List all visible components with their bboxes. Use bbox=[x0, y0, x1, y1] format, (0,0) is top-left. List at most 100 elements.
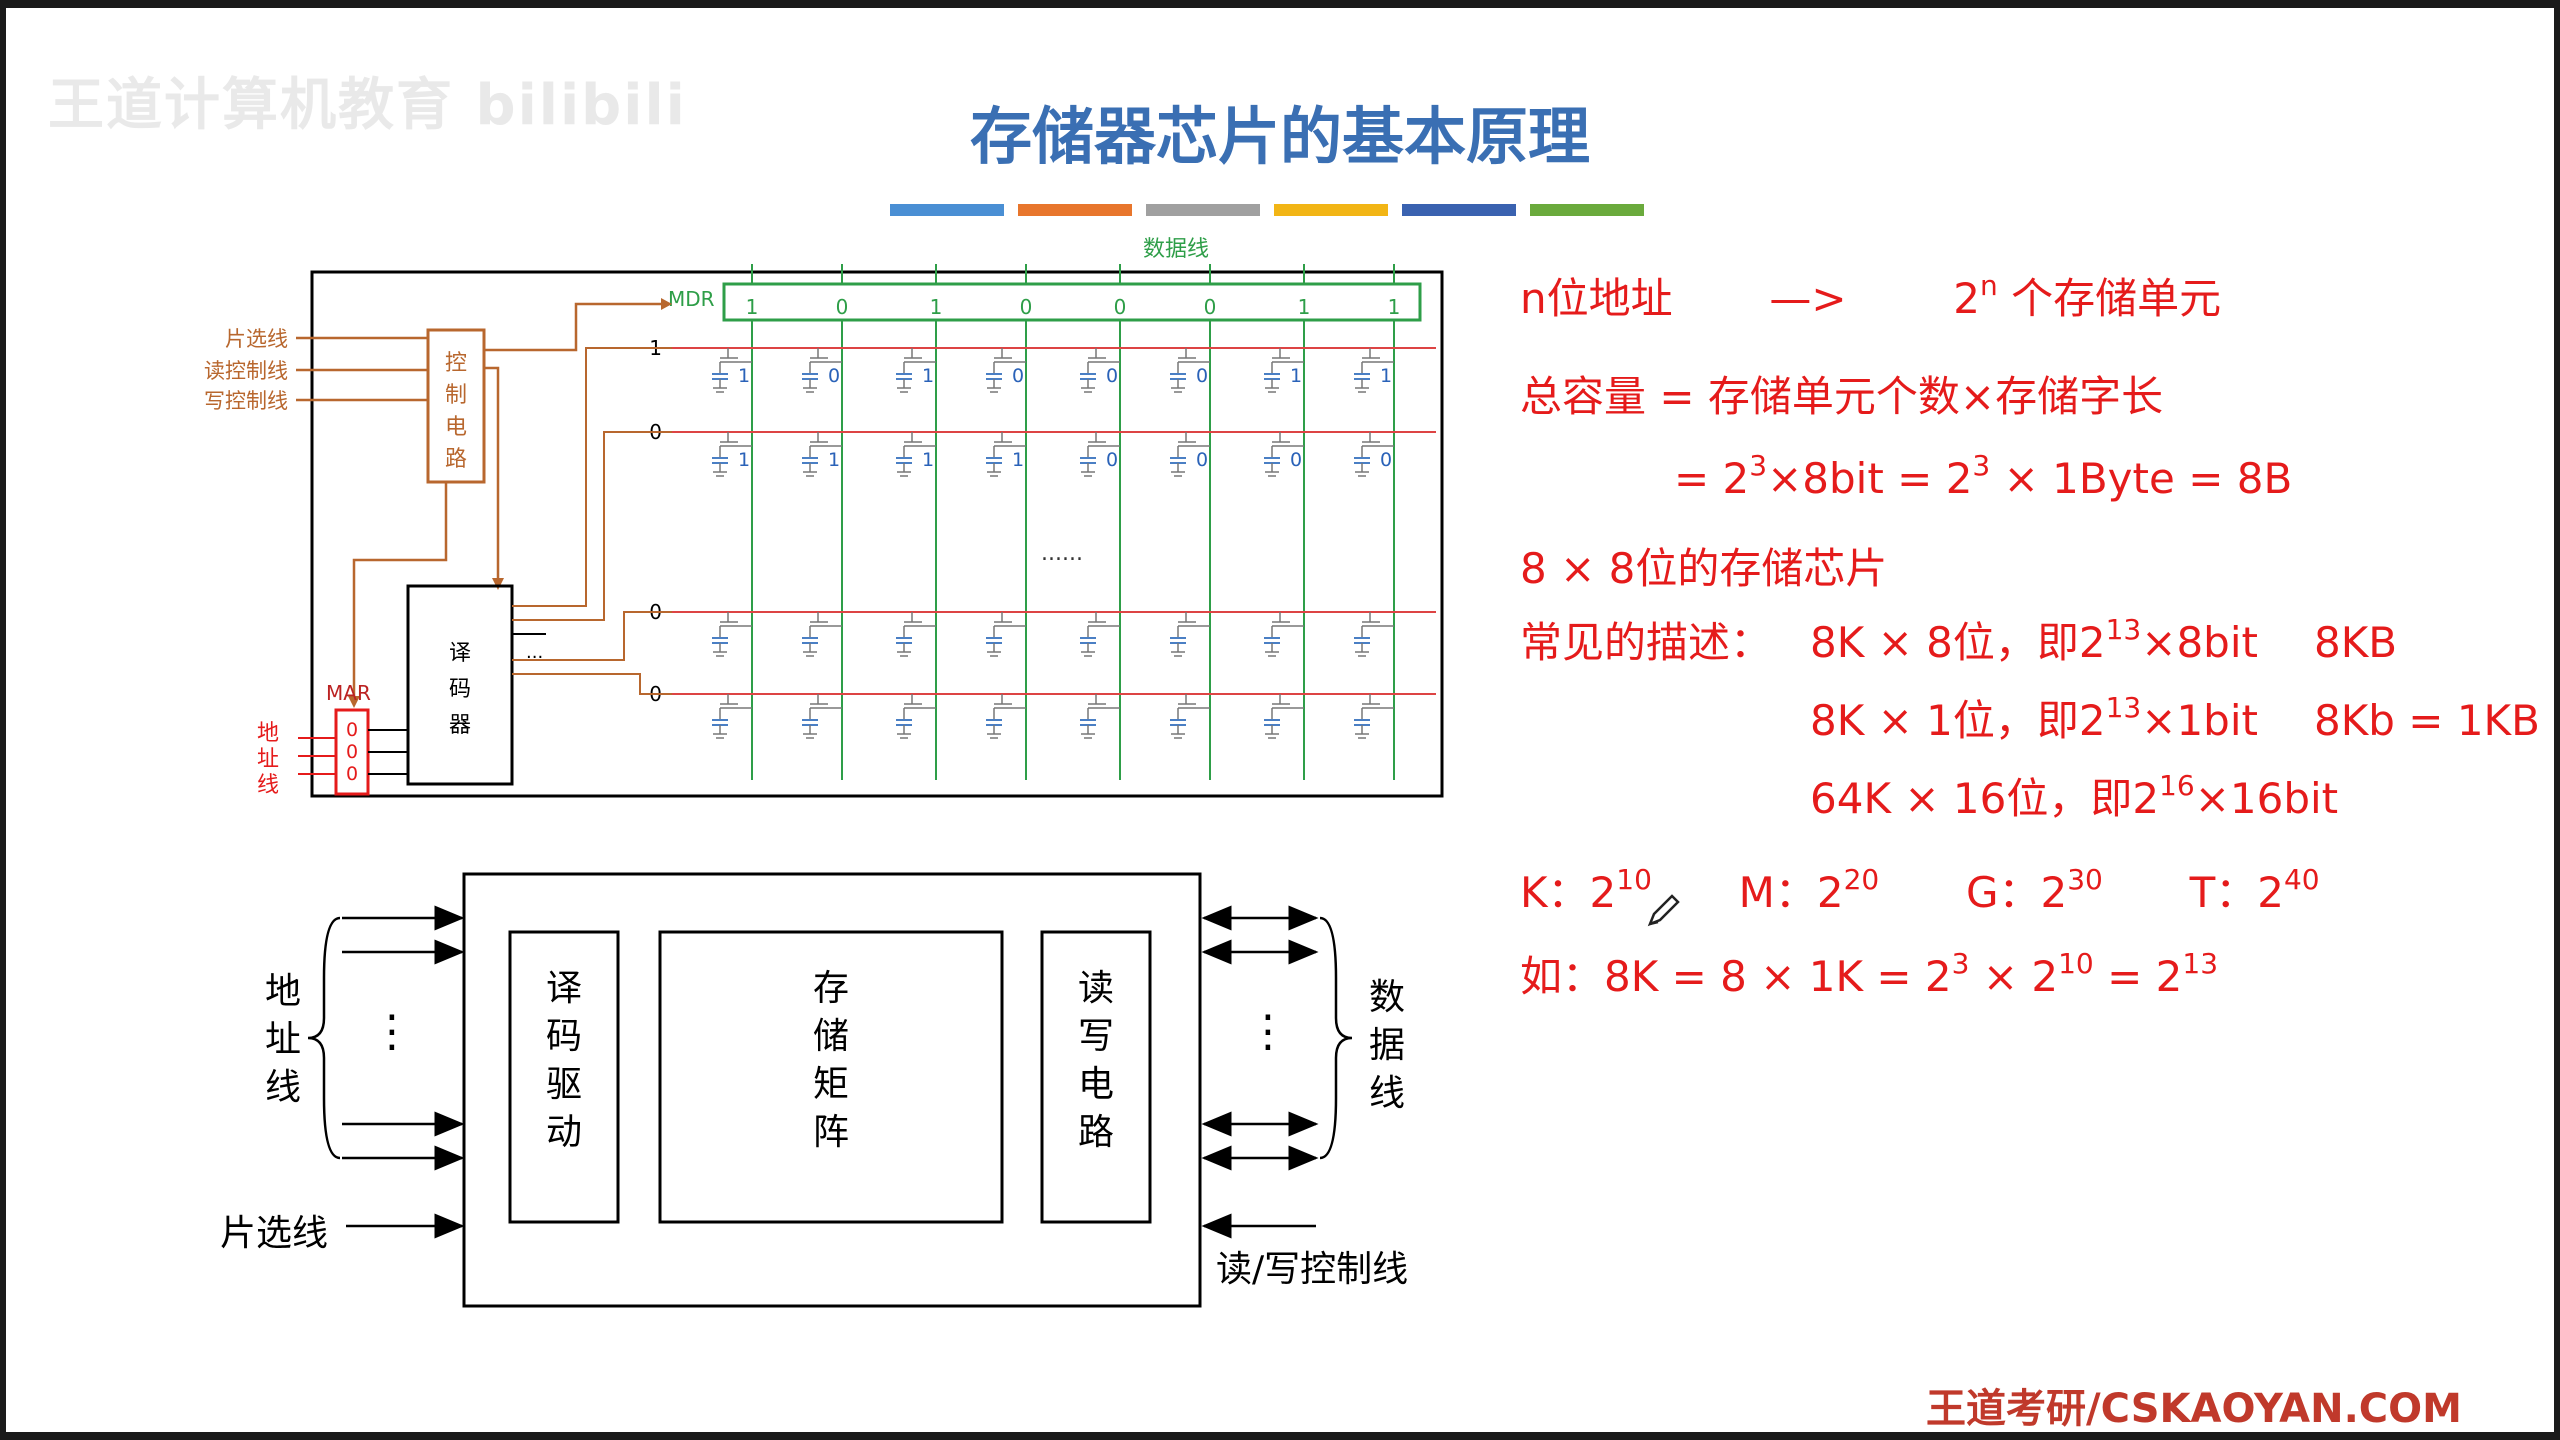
mdr-bit: 0 bbox=[1114, 295, 1127, 319]
memory-cell: 1 bbox=[986, 432, 1026, 477]
storage-matrix-char: 阵 bbox=[813, 1112, 849, 1153]
chip-outline bbox=[310, 270, 1444, 798]
cell-value: 1 bbox=[922, 449, 934, 471]
address-line-char: 线 bbox=[257, 773, 279, 798]
decoder-box bbox=[406, 584, 514, 786]
memory-cell bbox=[896, 612, 936, 657]
address-lines-label: 地址线 bbox=[264, 971, 301, 1108]
cell-value: 0 bbox=[1012, 365, 1024, 387]
mdr-bit: 0 bbox=[1204, 295, 1217, 319]
note-units-row: K：210 M：220 G：230 T：240 bbox=[1520, 863, 2320, 917]
note-8kb: 8KB bbox=[2314, 618, 2398, 667]
control-circuit-box bbox=[426, 328, 486, 484]
rw-control-label: 读/写控制线 bbox=[1216, 1249, 1409, 1290]
title-bar-segment bbox=[1402, 204, 1516, 216]
rw-circuit-char: 读 bbox=[1078, 968, 1114, 1009]
mar-bit: 0 bbox=[346, 763, 358, 785]
decoder-driver-char: 码 bbox=[546, 1016, 582, 1057]
note-8k-8: 8K × 8位，即213×8bit bbox=[1810, 613, 2258, 667]
pen-cursor-icon bbox=[1647, 894, 1680, 927]
mdr-bit: 1 bbox=[930, 295, 943, 319]
memory-cell bbox=[1354, 694, 1394, 739]
chip-select-label: 片选线 bbox=[220, 1213, 329, 1254]
memory-cell bbox=[1354, 612, 1394, 657]
mdr-bit: 1 bbox=[1388, 295, 1401, 319]
memory-cell bbox=[802, 694, 842, 739]
rw-circuit-char: 电 bbox=[1078, 1064, 1114, 1105]
control-circuit-char: 制 bbox=[445, 383, 467, 408]
note-common-desc-label: 常见的描述： bbox=[1520, 618, 1773, 667]
cell-value: 1 bbox=[828, 449, 840, 471]
footer-brand: 王道考研/CSKAOYAN.COM bbox=[1926, 1386, 2462, 1432]
memory-cell: 1 bbox=[1264, 348, 1304, 393]
cell-value: 1 bbox=[1012, 449, 1024, 471]
memory-cell: 1 bbox=[896, 348, 936, 393]
note-address-line: n位地址 —> 2n 个存储单元 bbox=[1520, 272, 2221, 320]
cell-value: 1 bbox=[922, 365, 934, 387]
control-circuit-char: 电 bbox=[445, 415, 467, 440]
control-circuit-char: 路 bbox=[445, 447, 467, 472]
mar-bit: 0 bbox=[346, 741, 358, 763]
storage-matrix-char: 储 bbox=[813, 1016, 849, 1057]
note-64k-16: 64K × 16位，即216×16bit bbox=[1810, 769, 2339, 823]
title-bar-segment bbox=[890, 204, 1004, 216]
page-title: 存储器芯片的基本原理 bbox=[969, 100, 1590, 173]
note-capacity-calc: = 23×8bit = 23 × 1Byte = 8B bbox=[1674, 449, 2293, 503]
rw-circuit-box bbox=[1040, 930, 1152, 1224]
mar-bit: 0 bbox=[346, 719, 358, 741]
memory-cell bbox=[1170, 694, 1210, 739]
title-bar-segment bbox=[1274, 204, 1388, 216]
title-bar-segment bbox=[1146, 204, 1260, 216]
note-8k-1: 8K × 1位，即213×1bit bbox=[1810, 691, 2258, 745]
rw-circuit-char: 写 bbox=[1078, 1016, 1114, 1057]
data-ellipsis: ⋮ bbox=[1246, 1006, 1290, 1057]
cell-value: 0 bbox=[828, 365, 840, 387]
title-bar-segment bbox=[1530, 204, 1644, 216]
decoder-driver-box bbox=[508, 930, 620, 1224]
title-bar-segment bbox=[1018, 204, 1132, 216]
cell-value: 0 bbox=[1290, 449, 1302, 471]
decoder-ellipsis: ... bbox=[526, 642, 543, 663]
address-line-char: 地 bbox=[257, 721, 279, 746]
memory-cell: 1 bbox=[896, 432, 936, 477]
decoder-char: 译 bbox=[449, 641, 471, 666]
memory-cell: 0 bbox=[1264, 432, 1304, 477]
memory-cell: 0 bbox=[986, 348, 1026, 393]
note-n-bit-address: n位地址 bbox=[1520, 274, 1673, 323]
cell-value: 0 bbox=[1106, 365, 1118, 387]
cell-value: 0 bbox=[1380, 449, 1392, 471]
decoder-driver-char: 动 bbox=[546, 1112, 582, 1153]
watermark: 王道计算机教育 bilibili bbox=[48, 73, 687, 138]
cell-value: 0 bbox=[1196, 449, 1208, 471]
chip-block bbox=[462, 872, 1202, 1308]
memory-cell: 1 bbox=[1354, 348, 1394, 393]
mdr-bit: 0 bbox=[836, 295, 849, 319]
memory-cell: 1 bbox=[712, 348, 752, 393]
mar-label: MAR bbox=[326, 681, 371, 705]
cell-value: 1 bbox=[738, 449, 750, 471]
memory-cell bbox=[1080, 612, 1120, 657]
storage-matrix-box bbox=[658, 930, 1004, 1224]
matrix-ellipsis: ...... bbox=[1041, 541, 1083, 566]
decoder-char: 器 bbox=[449, 713, 471, 738]
cell-value: 1 bbox=[1290, 365, 1302, 387]
storage-matrix-char: 存 bbox=[813, 968, 849, 1009]
memory-cell: 1 bbox=[712, 432, 752, 477]
memory-cell bbox=[896, 694, 936, 739]
storage-matrix-char: 矩 bbox=[813, 1064, 849, 1105]
memory-cell: 0 bbox=[1354, 432, 1394, 477]
data-line-label: 数据线 bbox=[1143, 237, 1209, 262]
memory-cell bbox=[1170, 612, 1210, 657]
control-input-label: 读控制线 bbox=[204, 359, 288, 383]
memory-cell: 0 bbox=[1170, 348, 1210, 393]
decoder-char: 码 bbox=[449, 677, 471, 702]
memory-cell bbox=[1264, 694, 1304, 739]
decoder-driver-char: 译 bbox=[546, 968, 582, 1009]
mdr-register bbox=[722, 282, 1422, 322]
memory-cell: 0 bbox=[802, 348, 842, 393]
cell-value: 0 bbox=[1106, 449, 1118, 471]
control-input-label: 片选线 bbox=[225, 327, 288, 351]
